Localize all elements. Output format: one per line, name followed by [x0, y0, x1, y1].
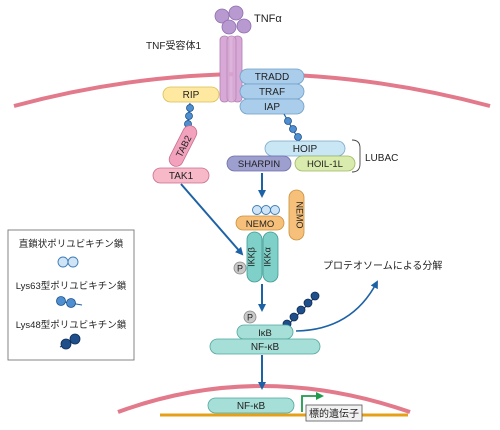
arrow-tak1-to-ikk: [180, 183, 244, 256]
tnf-ligand: [214, 5, 252, 35]
tak1-label: TAK1: [169, 171, 194, 182]
tnf-label: TNFα: [254, 13, 282, 25]
tab2-label: TAB2: [174, 134, 194, 160]
legend-item-lys63-label: Lys63型ポリユビキチン鎖: [16, 280, 127, 292]
traf-label: TRAF: [259, 87, 285, 98]
nfkb-protein: [209, 338, 321, 355]
legend: 直鎖状ポリユビキチン鎖 Lys63型ポリユビキチン鎖 Lys48型ポリユビキチン…: [7, 229, 135, 361]
legend-item-linear-label: 直鎖状ポリユビキチン鎖: [19, 238, 124, 250]
iap-protein: [239, 98, 305, 115]
receptor-label: TNF受容体1: [146, 39, 201, 52]
phosphate-ikb: [243, 310, 257, 324]
ikka-label: IKKα: [263, 247, 273, 267]
tab2-protein: TAB2: [168, 125, 198, 167]
nemo-label: NEMO: [246, 219, 275, 230]
hoip-label: HOIP: [293, 144, 318, 155]
tak1-protein: [152, 167, 210, 184]
nfkb-nuclear-label: NF-κB: [237, 401, 266, 412]
phosphate-ikk: [233, 261, 247, 275]
nemo-vertical-protein: [288, 189, 305, 241]
nfkb-nuclear-protein: [207, 397, 295, 414]
legend-item-lys48-label: Lys48型ポリユビキチン鎖: [16, 319, 127, 331]
rip-label: RIP: [183, 90, 200, 101]
arrow-to-proteasome: [295, 280, 378, 332]
tradd-label: TRADD: [255, 72, 289, 83]
linear-chain-nemo: [252, 205, 280, 215]
rip-protein: [162, 86, 220, 103]
nfkb-label: NF-κB: [251, 342, 280, 353]
lys63-ubiquitin-icon: [56, 296, 83, 308]
linear-ubiquitin-icon: [57, 256, 79, 268]
sharpin-label: SHARPIN: [238, 159, 280, 170]
target-gene-box: [305, 404, 363, 422]
lys63-chain-rip: [184, 102, 194, 131]
lubac-bracket: [351, 139, 361, 173]
lubac-label: LUBAC: [365, 153, 398, 164]
tnf-receptor: [219, 35, 243, 103]
hoil-label: HOIL-1L: [307, 159, 343, 170]
target-gene-label: 標的遺伝子: [309, 407, 359, 420]
iap-label: IAP: [264, 102, 280, 113]
ikka-protein: [262, 231, 279, 283]
nemo-vertical-label: NEMO: [295, 202, 305, 229]
ikkb-label: IKKβ: [247, 247, 257, 267]
ikb-label: IκB: [258, 328, 272, 339]
lys63-chain-iap: [283, 113, 302, 143]
phosphate-ikk-label: P: [237, 264, 243, 274]
hoil-protein: [294, 155, 356, 172]
lys48-chain-ikb: [282, 291, 320, 329]
phosphate-ikb-label: P: [247, 313, 253, 323]
lys48-ubiquitin-icon: [59, 333, 81, 350]
ikkb-protein: [246, 231, 263, 283]
transcription-start-arrow: [301, 392, 324, 412]
proteasome-label: プロテオソームによる分解: [323, 259, 442, 272]
sharpin-protein: [226, 155, 292, 172]
nemo-protein: [235, 215, 285, 231]
